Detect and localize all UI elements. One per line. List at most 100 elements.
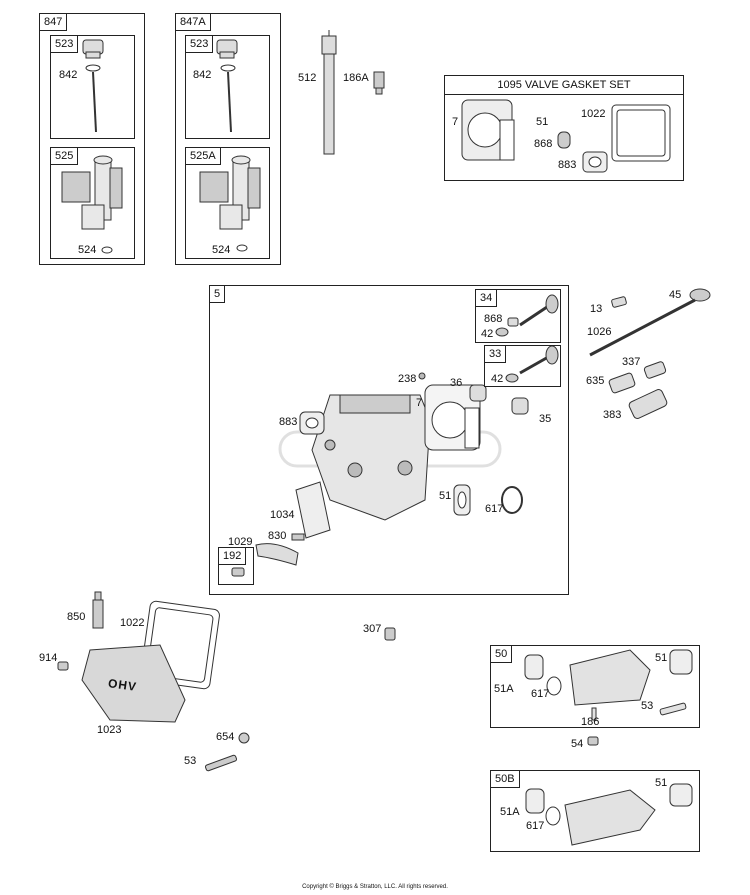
bracket-1029 [255,543,299,566]
label-51A-kit50B: 51A [500,806,520,818]
label-1022-bottom: 1022 [120,617,145,629]
dipstick-tube-512 [321,30,337,155]
label-42-kit33: 42 [491,373,504,385]
kit-tag-34: 34 [475,289,498,307]
label-1029: 1029 [228,536,253,548]
screw-830 [291,533,305,541]
label-51A-kit50: 51A [494,683,514,695]
cylinder-head-drawing [311,394,431,521]
label-54: 54 [571,738,584,750]
valve-gasket-set-title: 1095 VALVE GASKET SET [445,79,683,95]
kit-box-523-a: 523 [50,35,135,139]
valve-gasket-set-box: 1095 VALVE GASKET SET [444,75,684,181]
label-617-kit50: 617 [531,688,550,700]
label-1023: 1023 [97,724,122,736]
kit-tag-5: 5 [209,285,226,303]
head-gasket-7 [424,384,481,451]
label-868-kit34: 868 [484,313,503,325]
baffle-1034 [295,481,331,539]
valve-cover-1023 [81,644,186,723]
gasket-51-main [453,484,471,516]
label-524-a: 524 [78,244,97,256]
label-383: 383 [603,409,622,421]
kit-box-34: 34 [475,289,561,343]
kit-tag-192: 192 [218,547,247,565]
label-45: 45 [669,289,682,301]
screw-307 [384,627,396,641]
label-850: 850 [67,611,86,623]
kit-tag-33: 33 [484,345,507,363]
valve-gasket-drawings [461,99,671,173]
label-830: 830 [268,530,287,542]
label-617-kit50B: 617 [526,820,545,832]
fill-tube-drawing-847A [199,155,261,252]
label-51-kit50: 51 [655,652,668,664]
label-868-set: 868 [534,138,553,150]
kit-box-847: 847 [39,13,145,265]
kit-tag-525: 525 [50,147,79,165]
label-51-set: 51 [536,116,549,128]
label-1026: 1026 [587,326,612,338]
kit-tag-847: 847 [39,13,68,31]
kit-box-5: 5 [209,285,569,595]
label-617-main: 617 [485,503,504,515]
label-51-kit50B: 51 [655,777,668,789]
label-914: 914 [39,652,58,664]
kit-tag-847A: 847A [175,13,211,31]
kit-tag-525A: 525A [185,147,221,165]
label-883-main: 883 [279,416,298,428]
sealant-tube-850 [92,591,104,629]
screw-54 [587,736,599,746]
nut-654 [238,732,250,744]
kit-tag-50B: 50B [490,770,520,788]
label-36: 36 [450,377,463,389]
kit-box-50B: 50B [490,770,700,852]
label-7-main: 7 [416,397,423,409]
label-13: 13 [590,303,603,315]
kit-box-33: 33 [484,345,561,387]
kit-box-525: 525 [50,147,135,259]
label-842-a: 842 [59,69,78,81]
dipstick-drawing-847 [82,39,104,133]
kit-box-523-b: 523 [185,35,270,139]
label-42-kit34: 42 [481,328,494,340]
fitting-186A [373,71,385,95]
dipstick-drawing-847A [216,39,238,133]
kit-tag-523-a: 523 [50,35,79,53]
label-35: 35 [539,413,552,425]
kit-box-192: 192 [218,547,254,585]
oring-617-main [501,486,523,514]
kit-box-847A: 847A [175,13,281,265]
fill-tube-drawing-847 [61,155,123,254]
label-53-left: 53 [184,755,197,767]
label-883-set: 883 [558,159,577,171]
label-524-b: 524 [212,244,231,256]
kit-box-525A: 525A [185,147,270,259]
valve-drawings [495,294,559,383]
kit-tag-523-b: 523 [185,35,214,53]
gasket-883-main [299,411,325,435]
stud-53-left [205,754,237,772]
label-238: 238 [398,373,417,385]
copyright-notice: Copyright © Briggs & Stratton, LLC. All … [302,884,448,890]
label-337: 337 [622,356,641,368]
label-842-b: 842 [193,69,212,81]
label-186A-top: 186A [343,72,369,84]
label-512: 512 [298,72,317,84]
label-307: 307 [363,623,382,635]
label-635: 635 [586,375,605,387]
label-654: 654 [216,731,235,743]
screw-914 [57,661,69,671]
label-51-main: 51 [439,490,452,502]
intake-manifold-50 [524,649,693,721]
label-186-kit50: 186 [581,716,600,728]
label-53-kit50: 53 [641,700,654,712]
kit-tag-50: 50 [490,645,513,663]
springs-36-35 [418,372,529,415]
label-1034: 1034 [270,509,295,521]
screw-192 [231,567,245,577]
push-rod-and-rocker-drawings [589,288,711,419]
label-7-set: 7 [452,116,459,128]
intake-manifold-50B [525,783,693,846]
